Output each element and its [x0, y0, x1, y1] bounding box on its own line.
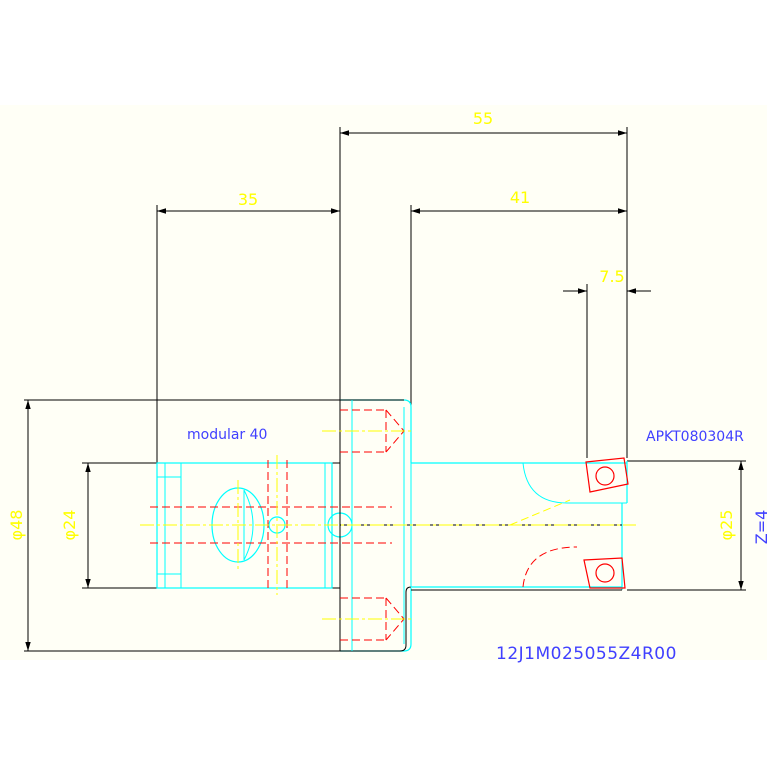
dim-text-41: 41 [510, 188, 530, 207]
insert-label: APKT080304R [646, 429, 744, 445]
insert-bottom [583, 557, 626, 589]
drawing-sheet [0, 105, 767, 660]
center-lines [140, 430, 636, 620]
dim-text-48: φ48 [7, 510, 26, 541]
dim-text-35: 35 [238, 190, 258, 209]
dim-text-7-5: 7.5 [599, 267, 624, 286]
dim-text-55: 55 [473, 109, 493, 128]
insert-top [585, 457, 629, 493]
part-number-label: 12J1M025055Z4R00 [496, 644, 677, 664]
teeth-count-text: Z=4 [752, 510, 767, 545]
extension-lines [24, 127, 746, 652]
dimension-lines [25, 130, 744, 651]
dim-text-24: φ24 [60, 510, 79, 541]
adapter-label: modular 40 [187, 427, 267, 443]
dim-text-25: φ25 [717, 510, 736, 541]
